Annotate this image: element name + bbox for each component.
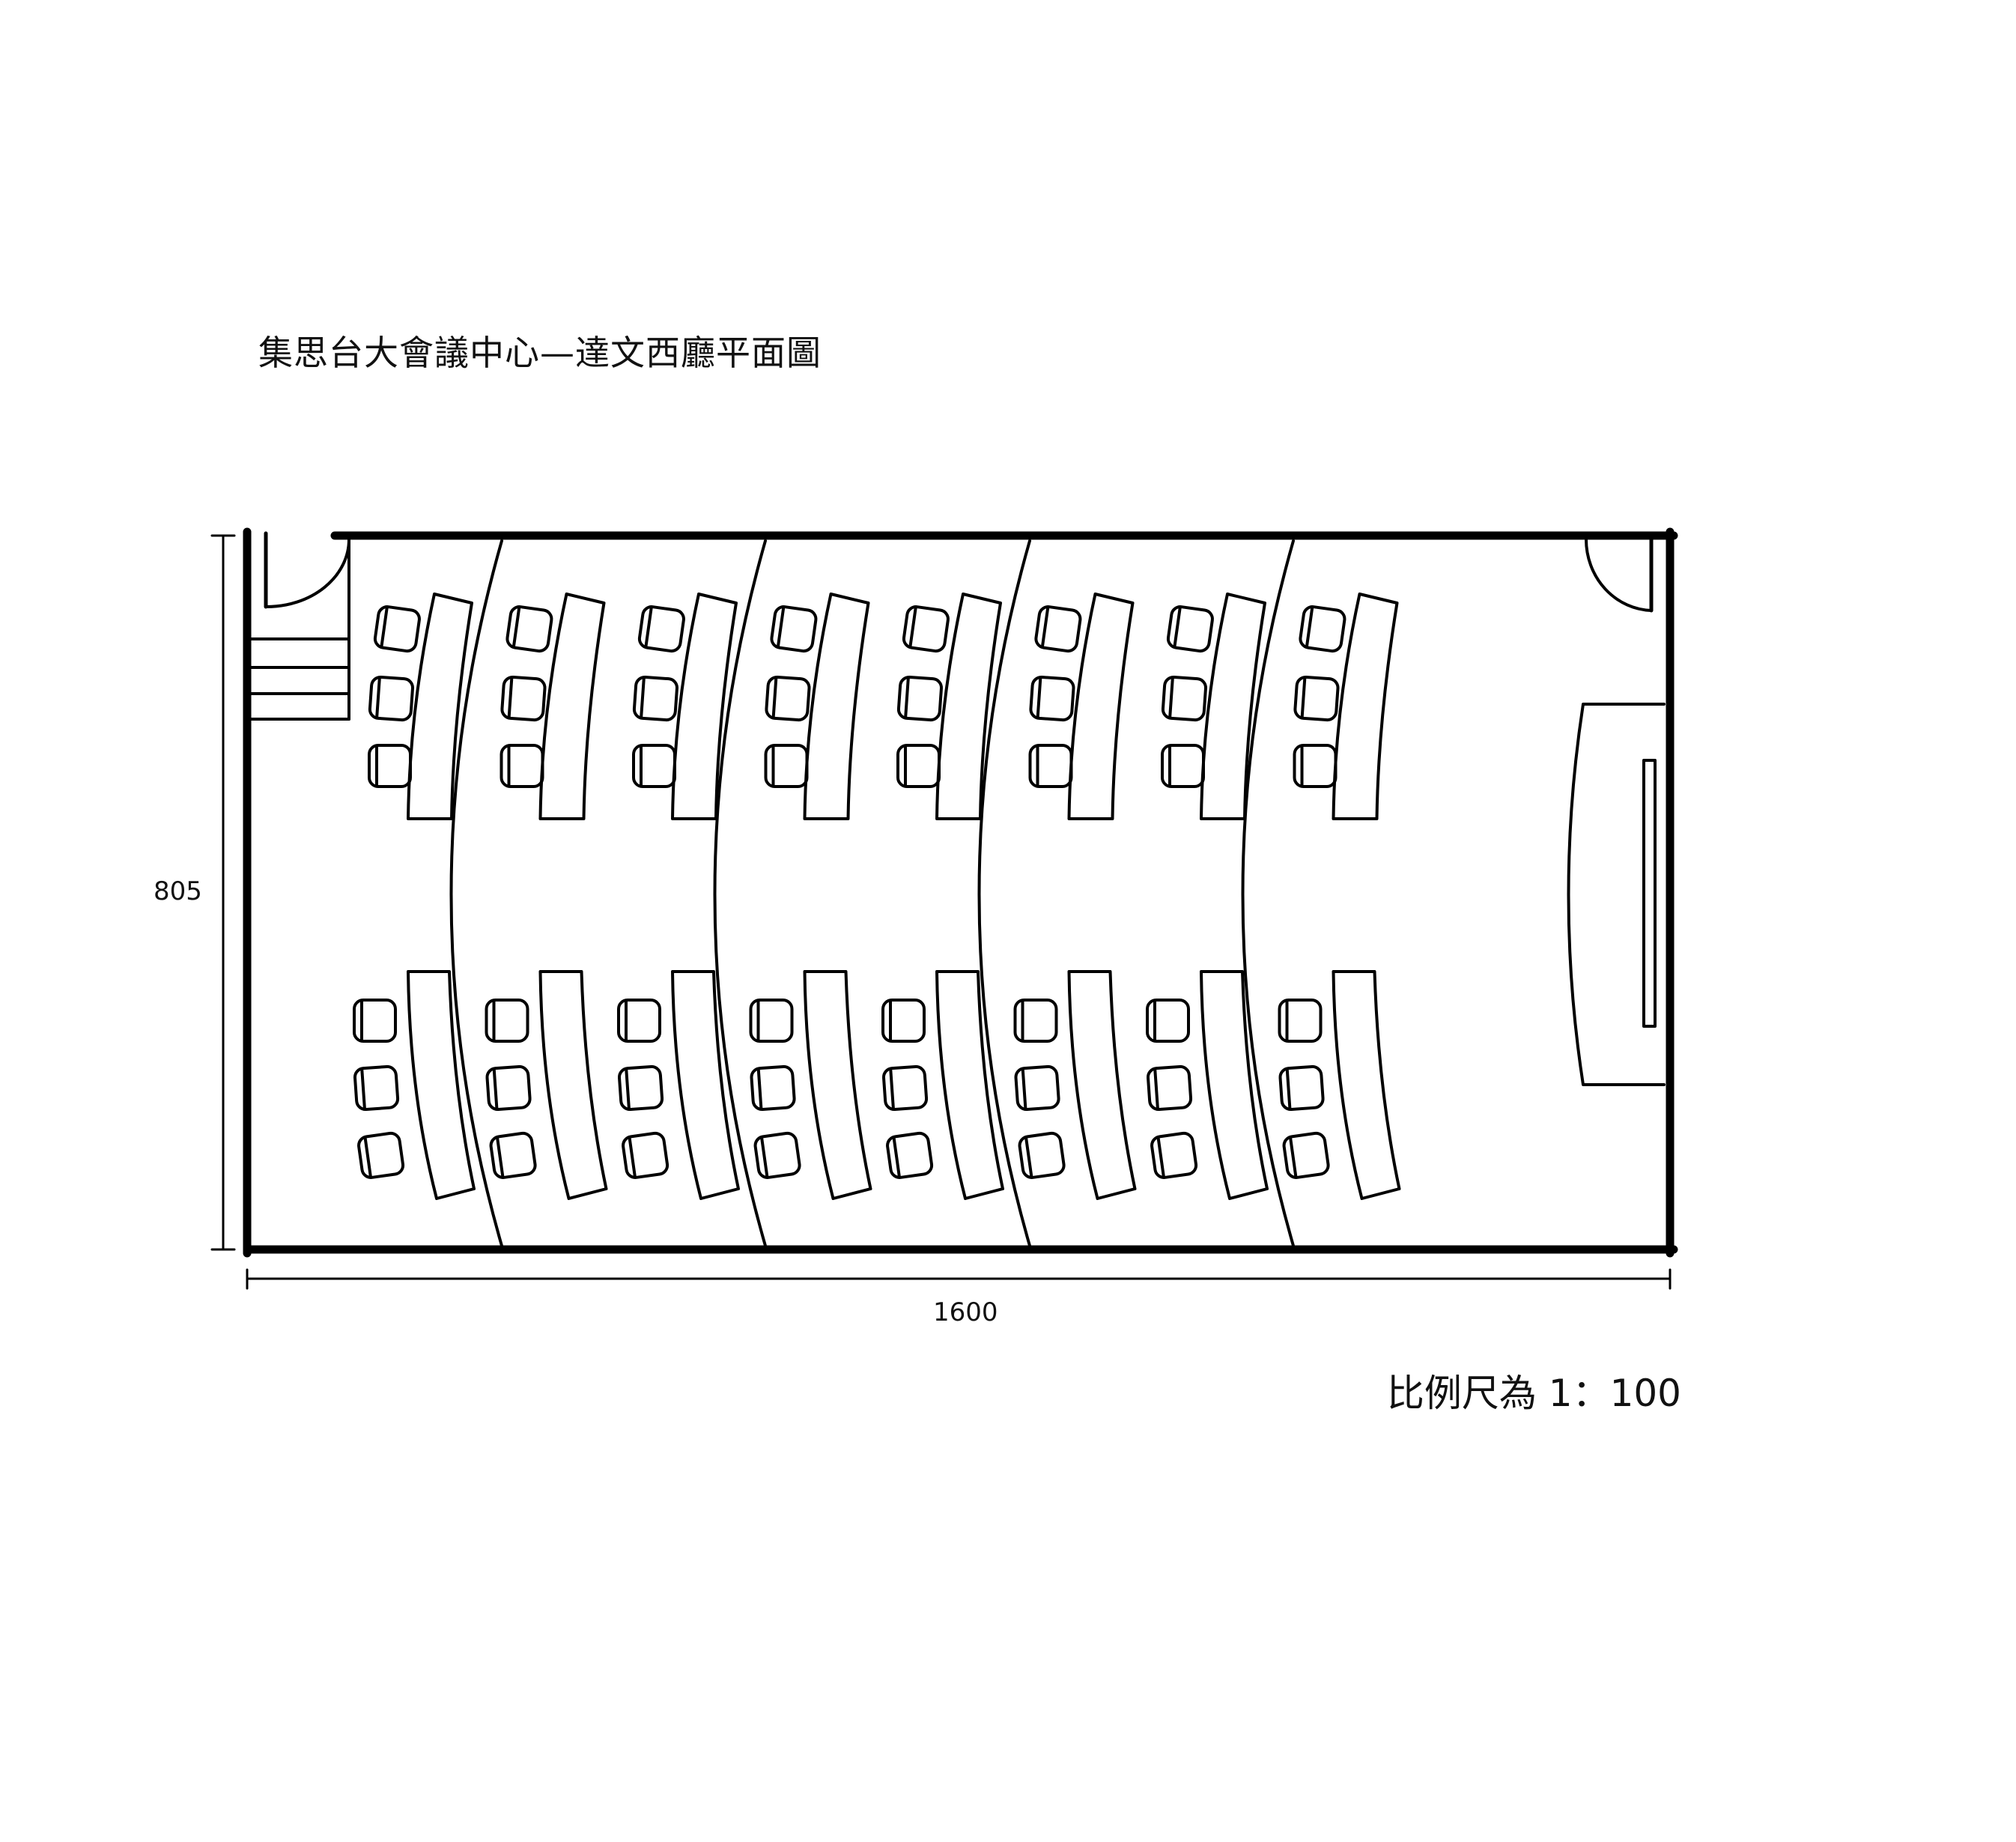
room-walls [243,527,1678,1258]
chair-icon [617,1064,664,1112]
chair-icon [896,744,941,788]
chair-icon [368,744,412,788]
chair-icon [632,744,676,788]
chair-icon [622,1131,670,1179]
steps [249,637,350,721]
chair-icon [617,999,661,1043]
curved-table [538,970,608,1200]
chair-icon [881,999,926,1043]
seating [353,593,1401,1200]
seating-block [749,593,872,1200]
aisle-divider [1241,539,1295,1247]
curved-table [407,970,476,1200]
chair-icon [357,1131,405,1179]
chair-icon [1282,1131,1330,1179]
curved-table [538,593,606,820]
screen-icon [1642,759,1657,1028]
chair-icon [368,675,415,722]
seating-block [485,593,608,1200]
seating-block [617,593,740,1200]
aisle-dividers [449,539,1295,1247]
chair-icon [1028,744,1073,788]
chair-icon [1013,999,1058,1043]
wall-stubs [264,531,1654,613]
chair-icon [373,605,421,653]
curved-table [935,970,1004,1200]
chair-icon [1278,999,1323,1043]
seating-block [1146,593,1269,1200]
curved-table [935,593,1002,820]
chair-icon [1293,675,1340,722]
chair-icon [764,744,809,788]
chair-icon [1029,675,1075,722]
chair-icon [749,999,794,1043]
chair-icon [1018,1131,1066,1179]
chair-icon [1014,1064,1060,1112]
curved-table [1200,970,1269,1200]
curved-table [671,970,740,1200]
chair-icon [1299,605,1346,653]
chair-icon [886,1131,934,1179]
chair-icon [1293,744,1338,788]
curved-table [1200,593,1266,820]
chair-icon [902,605,950,653]
height-dimension-line [210,534,236,1251]
scale-label: 比例尺為 1：100 [1386,1372,1681,1415]
chair-icon [632,675,679,722]
chair-icon [1278,1064,1325,1112]
chair-icon [881,1064,929,1112]
curved-table [1067,593,1135,820]
chair-icon [637,605,685,653]
curved-table [803,593,870,820]
chair-icon [753,1131,801,1179]
curved-table [1067,970,1137,1200]
width-dimension-line [246,1268,1672,1290]
chair-icon [770,605,818,653]
chair-icon [485,1064,532,1112]
chair-icon [896,675,944,722]
aisle-divider [977,539,1031,1247]
chair-icon [1150,1131,1198,1179]
aisle-divider [449,539,503,1247]
aisle-divider [713,539,767,1247]
curved-table [1332,593,1399,820]
door-left-icon [265,538,350,721]
chair-icon [1146,1064,1193,1112]
seating-block [353,593,476,1200]
width-label: 1600 [933,1297,998,1327]
chair-icon [353,1064,400,1112]
chair-icon [485,999,529,1043]
chair-icon [750,1064,796,1112]
curved-table [671,593,738,820]
chair-icon [1034,605,1082,653]
seating-block [1278,593,1401,1200]
curved-table [803,970,872,1200]
chair-icon [489,1131,537,1179]
chair-icon [1161,744,1205,788]
curved-table [1332,970,1401,1200]
chair-icon [353,999,397,1043]
chair-icon [505,605,553,653]
stage [1567,703,1666,1086]
chair-icon [500,744,544,788]
seating-block [1013,593,1137,1200]
chair-icon [1146,999,1190,1043]
height-label: 805 [154,876,202,906]
curved-table [407,593,473,820]
chair-icon [1166,605,1214,653]
chair-icon [500,675,547,722]
door-right-icon [1585,538,1653,612]
plan-title: 集思台大會議中心—達文西廳平面圖 [258,333,822,373]
seating-block [881,593,1004,1200]
chair-icon [1161,675,1208,722]
chair-icon [765,675,811,722]
